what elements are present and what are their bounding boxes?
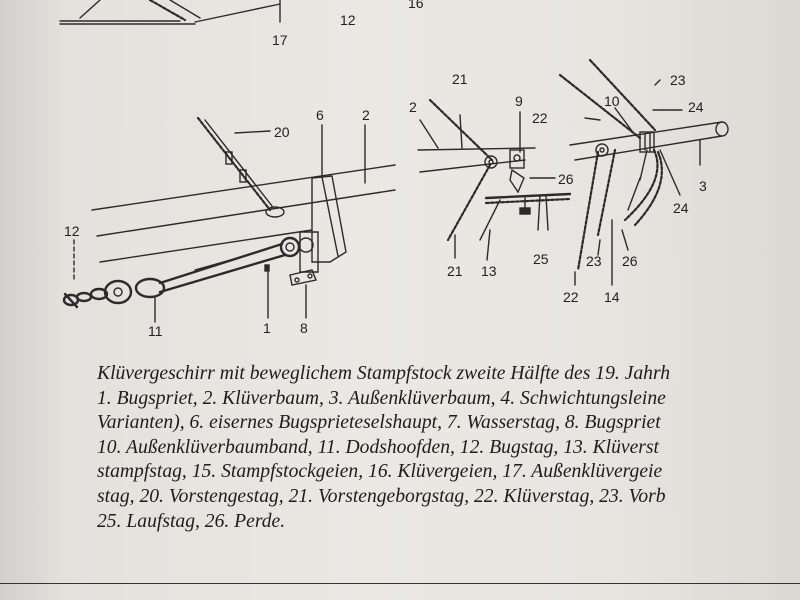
- caption-line-4: 10. Außenklüverbaumband, 11. Dodshoofden…: [97, 436, 659, 458]
- callout-3: 3: [699, 178, 707, 194]
- callout-21-bottom: 21: [447, 263, 463, 279]
- callout-9: 9: [515, 93, 523, 109]
- caption-line-6: stag, 20. Vorstengestag, 21. Vorstengebo…: [97, 485, 666, 507]
- caption-line-5: stampfstag, 15. Stampfstockgeien, 16. Kl…: [97, 461, 663, 483]
- callout-24-top: 24: [688, 99, 704, 115]
- callout-12-left: 12: [64, 223, 80, 239]
- callout-13: 13: [481, 263, 497, 279]
- callout-23-top: 23: [670, 72, 686, 88]
- callout-26-mid: 26: [558, 171, 574, 187]
- caption-line-1: Klüvergeschirr mit beweglichem Stampfsto…: [97, 363, 671, 384]
- callout-10: 10: [604, 93, 620, 109]
- callout-11: 11: [148, 323, 163, 339]
- caption-line-7: 25. Laufstag, 26. Perde.: [97, 510, 286, 532]
- caption-line-2: 1. Bugspriet, 2. Klüverbaum, 3. Außenklü…: [97, 387, 666, 409]
- callout-16: 16: [408, 0, 424, 11]
- callout-23-bottom: 23: [586, 253, 602, 269]
- callout-24-bottom: 24: [673, 200, 689, 216]
- callout-25: 25: [533, 251, 549, 267]
- callout-22-top: 22: [532, 110, 548, 126]
- right-detail-drawing: [558, 58, 729, 286]
- callout-2-left: 2: [362, 107, 370, 123]
- callout-21-top: 21: [452, 71, 468, 87]
- figure-caption: Klüvergeschirr mit beweglichem Stampfsto…: [97, 362, 800, 562]
- callout-14: 14: [604, 289, 620, 305]
- callout-2-mid: 2: [409, 99, 417, 115]
- top-partial-drawing: [59, 0, 281, 25]
- callout-26-right: 26: [622, 253, 638, 269]
- callout-20: 20: [274, 124, 290, 140]
- page-bottom-rule: [0, 583, 800, 584]
- caption-line-3: Varianten), 6. eisernes Bugsprieteselsha…: [97, 412, 661, 434]
- middle-detail-drawing: [417, 98, 572, 261]
- callout-22-bottom: 22: [563, 289, 579, 305]
- callout-1: 1: [263, 320, 271, 336]
- left-detail-drawing: [62, 116, 396, 323]
- callout-17: 17: [272, 32, 288, 48]
- callout-6: 6: [316, 107, 324, 123]
- callout-12-top: 12: [340, 12, 356, 28]
- callout-8: 8: [300, 320, 308, 336]
